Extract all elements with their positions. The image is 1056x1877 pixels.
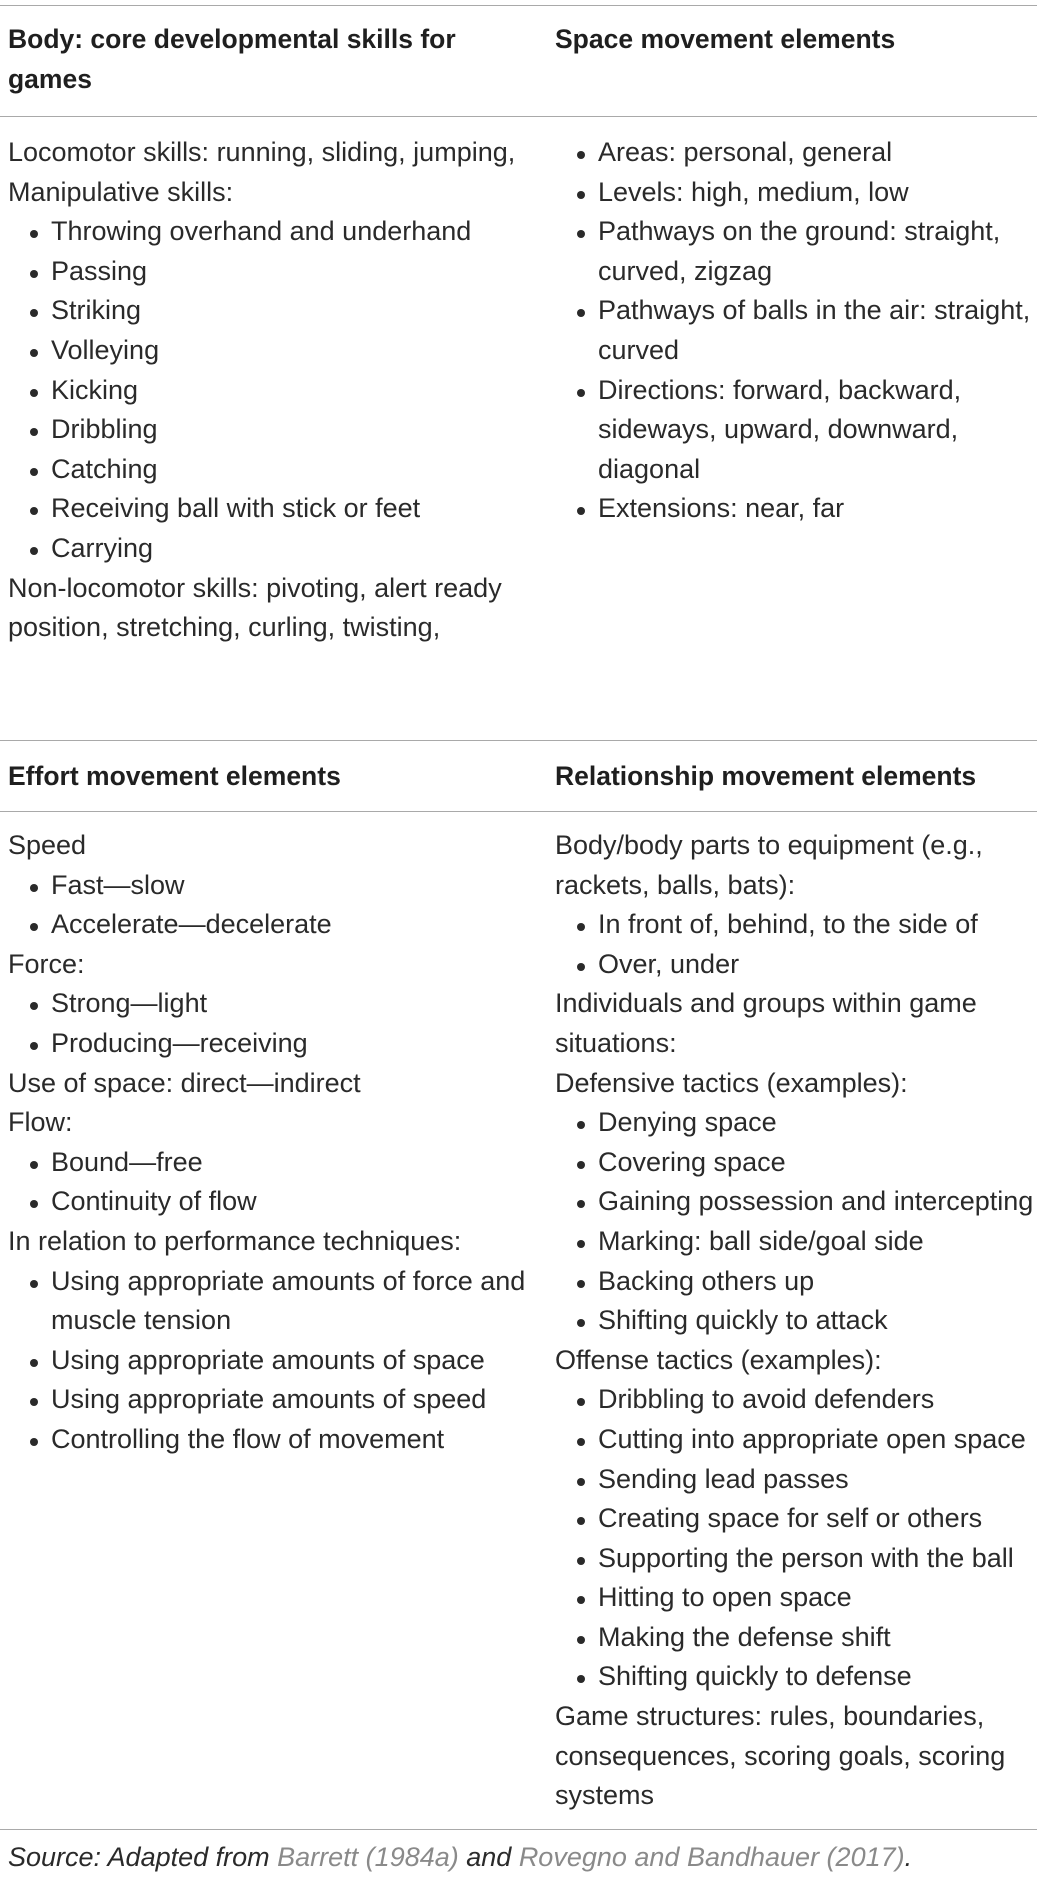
list-bullet-item: Extensions: near, far <box>555 489 1055 529</box>
list-bullet-item: Carrying <box>8 529 528 569</box>
list-bullet-item: Accelerate—decelerate <box>8 905 528 945</box>
source-and: and <box>458 1842 519 1872</box>
list-bullet-item: Sending lead passes <box>555 1460 1055 1500</box>
section-divider-rule <box>0 740 1037 741</box>
list-text-item: Speed <box>8 830 87 860</box>
list-bullet-item: Using appropriate amounts of force and m… <box>8 1262 528 1341</box>
list-bullet-item: Gaining possession and intercepting <box>555 1182 1055 1222</box>
effort-elements-heading: Effort movement elements <box>8 761 341 791</box>
list-bullet-item: Catching <box>8 450 528 490</box>
list-bullet-item: Levels: high, medium, low <box>555 173 1055 213</box>
list-bullet-item: Pathways of balls in the air: straight, … <box>555 291 1055 370</box>
header-rule-2 <box>0 811 1037 812</box>
list-text-item: Locomotor skills: running, sliding, jump… <box>8 137 516 167</box>
list-text-item: Individuals and groups within game situa… <box>555 988 977 1058</box>
list-bullet-item: Strong—light <box>8 984 528 1024</box>
list-bullet-item: Using appropriate amounts of space <box>8 1341 528 1381</box>
list-bullet-item: Dribbling to avoid defenders <box>555 1380 1055 1420</box>
list-text-item: Game structures: rules, boundaries, cons… <box>555 1701 1006 1811</box>
table-top-rule <box>0 5 1037 6</box>
list-bullet-item: Shifting quickly to defense <box>555 1657 1055 1697</box>
body-skills-cell: Locomotor skills: running, sliding, jump… <box>8 133 528 648</box>
list-bullet-item: Pathways on the ground: straight, curved… <box>555 212 1055 291</box>
table-bottom-rule <box>0 1829 1037 1830</box>
list-text-item: Body/body parts to equipment (e.g., rack… <box>555 830 983 900</box>
list-text-item: Offense tactics (examples): <box>555 1344 882 1375</box>
list-bullet-item: Dribbling <box>8 410 528 450</box>
list-bullet-item: Passing <box>8 252 528 292</box>
relationship-elements-heading: Relationship movement elements <box>555 761 977 791</box>
list-bullet-item: In front of, behind, to the side of <box>555 905 1055 945</box>
list-text-item: Defensive tactics (examples): <box>555 1067 908 1098</box>
list-bullet-item: Using appropriate amounts of speed <box>8 1380 528 1420</box>
list-text-item: Force: <box>8 948 85 979</box>
list-bullet-item: Hitting to open space <box>555 1578 1055 1618</box>
list-bullet-item: Areas: personal, general <box>555 133 1055 173</box>
list-bullet-item: Denying space <box>555 1103 1055 1143</box>
list-bullet-item: Controlling the flow of movement <box>8 1420 528 1460</box>
list-bullet-item: Shifting quickly to attack <box>555 1301 1055 1341</box>
list-bullet-item: Supporting the person with the ball <box>555 1539 1055 1579</box>
reference-link-rovegno[interactable]: Rovegno and Bandhauer (2017) <box>518 1842 905 1872</box>
list-bullet-item: Bound—free <box>8 1143 528 1183</box>
list-text-item: Manipulative skills: <box>8 176 234 207</box>
list-text-item: In relation to performance techniques: <box>8 1225 462 1256</box>
list-bullet-item: Continuity of flow <box>8 1182 528 1222</box>
list-bullet-item: Backing others up <box>555 1262 1055 1302</box>
source-prefix: Source: Adapted from <box>8 1842 278 1872</box>
body-skills-heading: Body: core developmental skills for game… <box>8 24 456 94</box>
space-elements-heading: Space movement elements <box>555 24 896 54</box>
list-text-item: Non-locomotor skills: pivoting, alert re… <box>8 572 502 643</box>
list-bullet-item: Kicking <box>8 371 528 411</box>
relationship-elements-cell: Body/body parts to equipment (e.g., rack… <box>555 826 1055 1816</box>
list-bullet-item: Striking <box>8 291 528 331</box>
list-bullet-item: Receiving ball with stick or feet <box>8 489 528 529</box>
source-suffix: . <box>904 1842 913 1872</box>
list-text-item: Use of space: direct—indirect <box>8 1067 361 1098</box>
reference-link-barrett[interactable]: Barrett (1984a) <box>277 1842 459 1872</box>
list-bullet-item: Over, under <box>555 945 1055 985</box>
list-bullet-item: Fast—slow <box>8 866 528 906</box>
list-bullet-item: Directions: forward, backward, sideways,… <box>555 371 1055 490</box>
list-bullet-item: Throwing overhand and underhand <box>8 212 528 252</box>
list-bullet-item: Marking: ball side/goal side <box>555 1222 1055 1262</box>
list-bullet-item: Covering space <box>555 1143 1055 1183</box>
list-bullet-item: Making the defense shift <box>555 1618 1055 1658</box>
list-text-item: Flow: <box>8 1107 73 1138</box>
list-bullet-item: Volleying <box>8 331 528 371</box>
source-note: Source: Adapted from Barrett (1984a) and… <box>8 1837 912 1877</box>
list-bullet-item: Creating space for self or others <box>555 1499 1055 1539</box>
list-bullet-item: Cutting into appropriate open space <box>555 1420 1055 1460</box>
header-rule-1 <box>0 116 1037 117</box>
list-bullet-item: Producing—receiving <box>8 1024 528 1064</box>
